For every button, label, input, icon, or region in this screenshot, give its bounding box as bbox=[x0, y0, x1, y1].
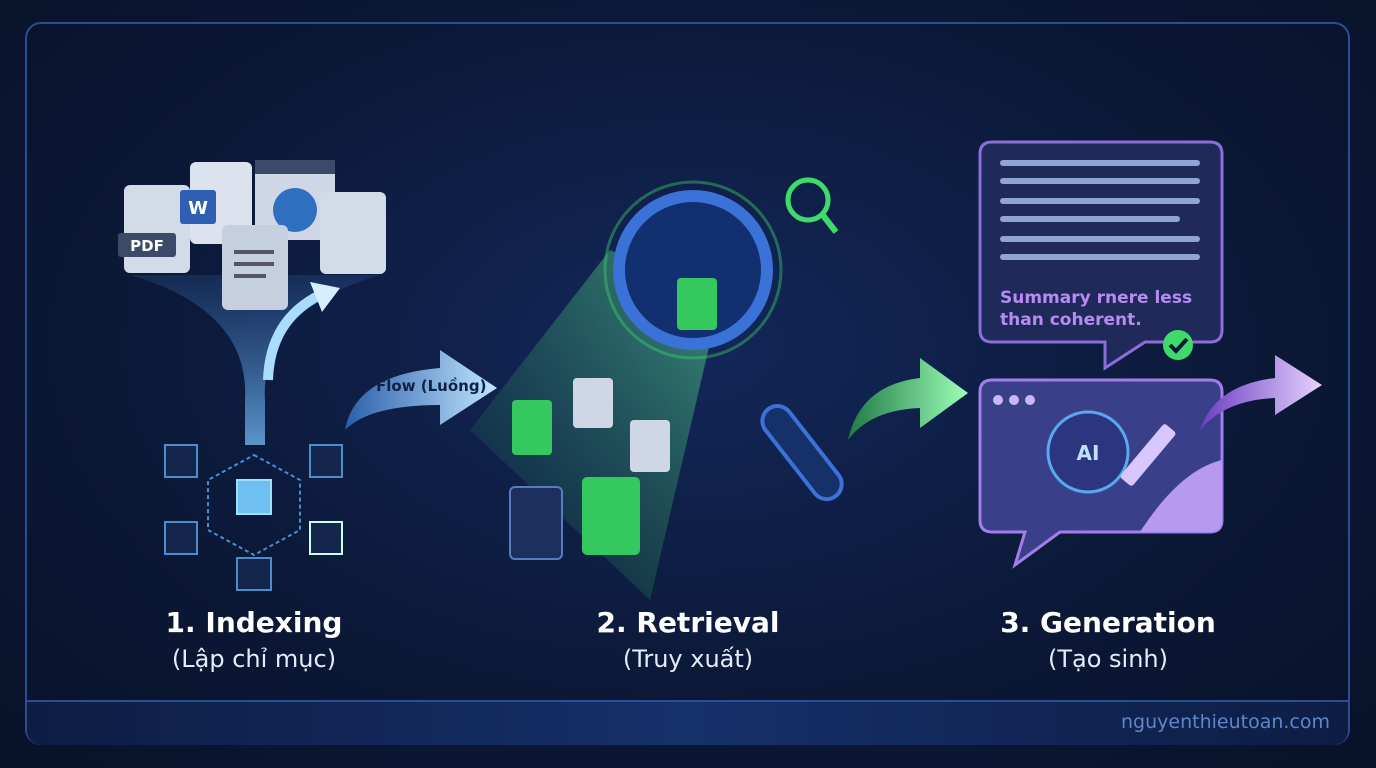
green-document-icon bbox=[512, 400, 552, 455]
summary-text: Summary rnere less than coherent. bbox=[1000, 288, 1193, 330]
document-icon bbox=[630, 420, 670, 472]
stage-subtitle: (Lập chỉ mục) bbox=[171, 645, 337, 673]
flow-label: Flow (Luồng) bbox=[376, 377, 487, 395]
stage-generation: 3. Generation (Tạo sinh) bbox=[958, 606, 1258, 673]
footer-site-link[interactable]: nguyenthieutoan.com bbox=[1121, 711, 1330, 733]
stage-title: 1. Indexing bbox=[165, 606, 343, 639]
text-document-icon bbox=[222, 225, 288, 310]
stage-subtitle: (Truy xuất) bbox=[622, 645, 754, 673]
magnifier-lens bbox=[613, 190, 773, 350]
purple-arrow-icon bbox=[1200, 355, 1322, 430]
web-page-icon bbox=[255, 160, 335, 240]
pencil-icon bbox=[1120, 424, 1176, 486]
ai-brain-icon bbox=[1046, 410, 1130, 494]
svg-text:AI: AI bbox=[1077, 441, 1100, 465]
stage-subtitle: (Tạo sinh) bbox=[1048, 645, 1168, 673]
check-icon bbox=[1163, 330, 1193, 360]
footer-bar: nguyenthieutoan.com bbox=[27, 700, 1348, 745]
stage-title: 2. Retrieval bbox=[596, 606, 780, 639]
search-icon bbox=[785, 177, 831, 223]
pdf-document-icon: PDF bbox=[118, 185, 190, 273]
svg-text:PDF: PDF bbox=[130, 237, 164, 255]
web-search-document-icon bbox=[509, 486, 563, 560]
text-document-icon bbox=[320, 192, 386, 274]
svg-text:W: W bbox=[188, 198, 208, 219]
green-document-icon bbox=[582, 477, 640, 555]
flow-arrow-icon bbox=[345, 350, 497, 430]
stage-indexing: 1. Indexing (Lập chỉ mục) bbox=[104, 606, 404, 673]
green-document-icon bbox=[677, 278, 717, 330]
generation-illustration: AI bbox=[978, 140, 1224, 569]
upward-arrow-icon bbox=[263, 290, 323, 381]
green-arrow-icon bbox=[848, 358, 968, 440]
magnifier-handle bbox=[760, 404, 844, 502]
retrieval-illustration bbox=[470, 177, 844, 600]
stage-title: 3. Generation bbox=[1000, 606, 1216, 639]
stage-retrieval: 2. Retrieval (Truy xuất) bbox=[538, 606, 838, 673]
funnel bbox=[130, 275, 380, 445]
knowledge-graph-icon bbox=[164, 444, 343, 591]
indexing-illustration: PDF W bbox=[118, 160, 386, 591]
document-icon bbox=[573, 378, 613, 428]
word-document-icon: W bbox=[180, 162, 252, 244]
